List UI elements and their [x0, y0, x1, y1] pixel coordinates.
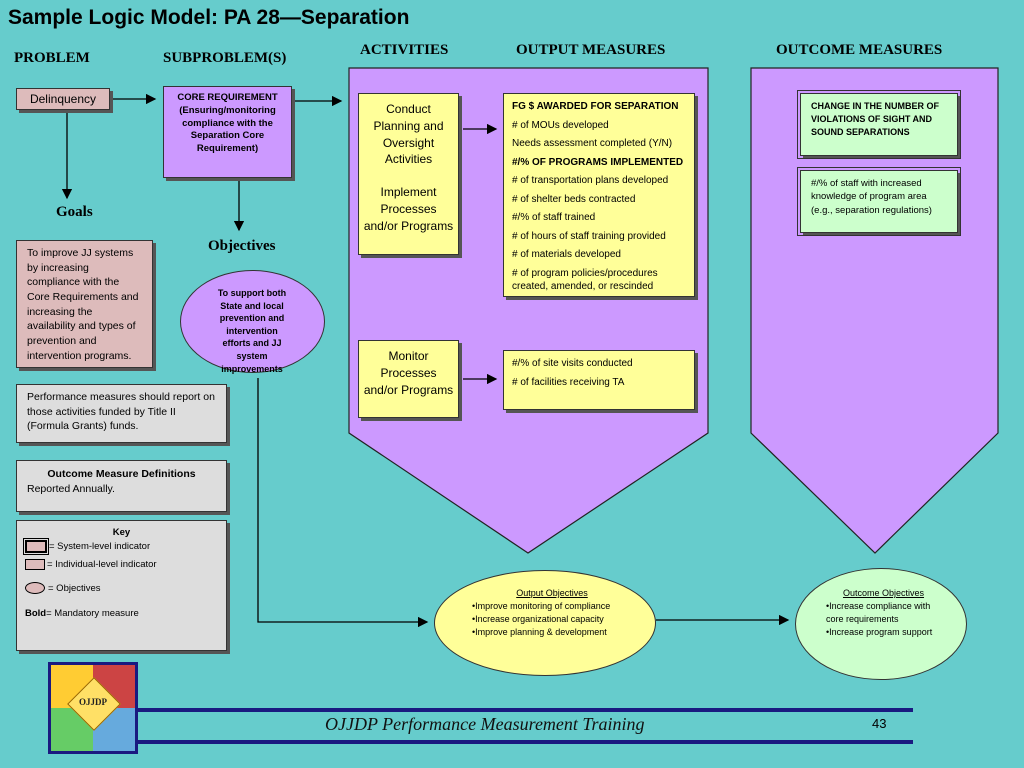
logo-text: OJJDP	[79, 697, 107, 707]
activities-box-planning: Conduct Planning and Oversight Activitie…	[358, 93, 459, 255]
page-number: 43	[872, 716, 887, 731]
output-objectives-title: Output Objectives	[516, 588, 588, 598]
outcome-objectives-item: •Increase compliance with core requireme…	[826, 601, 931, 625]
header-outcome-measures: OUTCOME MEASURES	[776, 42, 943, 58]
outcome-objectives-ellipse	[795, 568, 967, 680]
footer-training-title: OJJDP Performance Measurement Training	[325, 714, 645, 734]
output-objectives-item: •Improve monitoring of compliance	[472, 601, 611, 612]
footer-line-top	[138, 708, 913, 712]
arrow-objectives-to-output-objectives	[257, 378, 429, 628]
header-problem: PROBLEM	[14, 50, 90, 66]
definitions-box: Outcome Measure Definitions Reported Ann…	[16, 460, 227, 512]
outcome-objectives-text: Outcome Objectives •Increase compliance …	[826, 587, 941, 639]
output-measures-list-2: #/% of site visits conducted # of facilit…	[512, 357, 686, 389]
output-measures-list-1: FG $ AWARDED FOR SEPARATION # of MOUs dev…	[512, 100, 686, 294]
outcome-objectives-title: Outcome Objectives	[842, 588, 925, 598]
performance-note: Performance measures should report on th…	[16, 384, 227, 443]
output-measure-item: # of shelter beds contracted	[512, 193, 636, 205]
individual-indicator-icon	[25, 559, 45, 570]
key-box: Key = System-level indicator = Individua…	[16, 520, 227, 651]
key-objectives-label: = Objectives	[48, 582, 101, 594]
objectives-text: To support both State and local preventi…	[217, 288, 287, 374]
key-system-row: = System-level indicator	[23, 538, 218, 555]
output-measure-item: # of MOUs developed	[512, 119, 609, 131]
output-measure-item: #/% of staff trained	[512, 212, 596, 223]
output-measures-box-1: FG $ AWARDED FOR SEPARATION # of MOUs dev…	[503, 93, 695, 297]
output-objectives-item: •Improve planning & development	[472, 627, 607, 638]
output-measure-item: # of hours of staff training provided	[512, 230, 666, 242]
output-objectives-ellipse	[434, 570, 656, 676]
header-output-measures: OUTPUT MEASURES	[516, 42, 666, 58]
activities-box-monitor: Monitor Processes and/or Programs	[358, 340, 459, 418]
output-measures-box-2: #/% of site visits conducted # of facilit…	[503, 350, 695, 410]
system-indicator-icon	[23, 538, 49, 555]
page-title: Sample Logic Model: PA 28—Separation	[8, 6, 410, 29]
definitions-title: Outcome Measure Definitions	[47, 468, 196, 480]
output-objectives-item: •Increase organizational capacity	[472, 614, 604, 625]
output-measure-item: FG $ AWARDED FOR SEPARATION	[512, 101, 679, 112]
outcome-objectives-item: •Increase program support	[826, 627, 933, 638]
goals-label: Goals	[56, 204, 93, 220]
key-objectives-row: = Objectives	[25, 582, 218, 594]
subproblem-box: CORE REQUIREMENT (Ensuring/monitoring co…	[163, 86, 292, 178]
key-individual-label: = Individual-level indicator	[47, 559, 157, 570]
objectives-label: Objectives	[208, 238, 276, 254]
definitions-text: Reported Annually.	[27, 482, 115, 495]
activity-conduct: Conduct Planning and Oversight Activitie…	[373, 102, 444, 167]
output-measure-item: # of facilities receiving TA	[512, 376, 625, 388]
activity-implement: Implement Processes and/or Programs	[363, 185, 454, 233]
header-activities: ACTIVITIES	[360, 42, 449, 58]
footer-line-bottom	[138, 740, 913, 744]
header-subproblems: SUBPROBLEM(S)	[163, 50, 287, 66]
outcome-box-1: CHANGE IN THE NUMBER OF VIOLATIONS OF SI…	[797, 90, 961, 159]
objectives-ellipse-icon	[25, 582, 45, 594]
key-title: Key	[112, 527, 131, 538]
objectives-ellipse	[180, 270, 325, 373]
problem-box: Delinquency	[16, 88, 110, 110]
output-objectives-text: Output Objectives •Improve monitoring of…	[472, 587, 632, 639]
key-individual-row: = Individual-level indicator	[25, 559, 218, 570]
output-measure-item: # of materials developed	[512, 249, 621, 260]
goals-box: To improve JJ systems by increasing comp…	[16, 240, 153, 368]
footer-logo: OJJDP	[48, 662, 138, 754]
key-bold-row: Bold= Mandatory measure	[25, 608, 218, 619]
key-bold-desc: = Mandatory measure	[46, 608, 139, 619]
key-system-label: = System-level indicator	[49, 541, 151, 552]
outcome-box-2: #/% of staff with increased knowledge of…	[797, 167, 961, 236]
output-measure-item: #/% OF PROGRAMS IMPLEMENTED	[512, 156, 684, 168]
output-measure-item: # of transportation plans developed	[512, 175, 669, 186]
output-measure-item: Needs assessment completed (Y/N)	[512, 138, 673, 149]
output-measure-item: #/% of site visits conducted	[512, 358, 633, 369]
output-measure-item: # of program policies/procedures created…	[512, 267, 658, 293]
key-bold-word: Bold	[25, 608, 47, 619]
